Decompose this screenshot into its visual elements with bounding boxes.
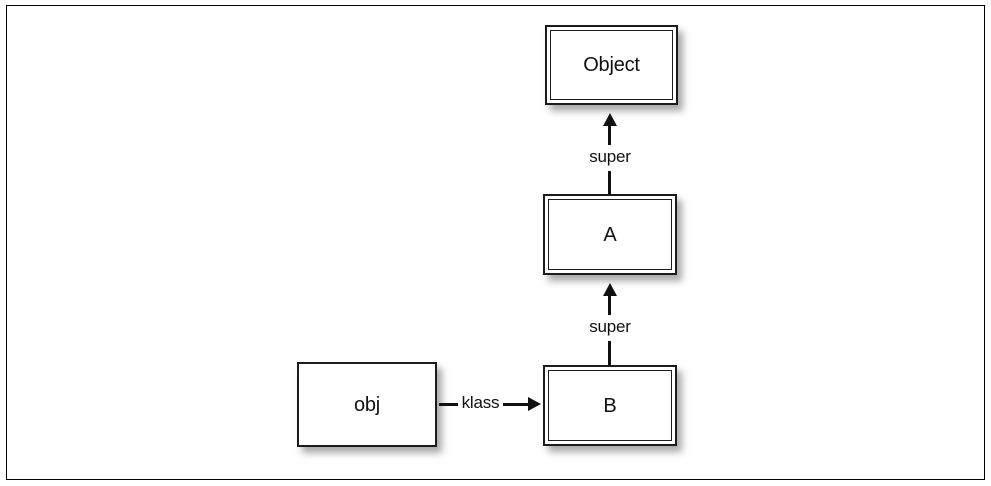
arrowhead-up-icon <box>602 113 617 126</box>
edge-super-a-to-object: super <box>580 113 640 194</box>
object-box-obj[interactable]: obj <box>297 362 437 447</box>
edge-stem-left <box>439 402 458 406</box>
class-box-a-label: A <box>603 223 617 246</box>
object-box-obj-label: obj <box>353 393 381 416</box>
arrowhead-right-icon <box>528 397 541 411</box>
edge-stem-upper <box>608 295 611 315</box>
class-box-b-label: B <box>603 394 617 417</box>
class-box-b[interactable]: B <box>543 365 677 446</box>
diagram-frame <box>6 5 985 480</box>
edge-label-klass: klass <box>461 393 500 412</box>
class-box-a-inner: A <box>548 199 672 270</box>
class-box-a[interactable]: A <box>543 194 677 275</box>
edge-klass-obj-to-b: klass <box>437 390 543 418</box>
edge-super-b-to-a: super <box>580 283 640 365</box>
class-box-b-inner: B <box>548 370 672 441</box>
edge-stem-right <box>503 402 529 406</box>
arrowhead-up-icon <box>602 283 617 296</box>
edge-stem-lower <box>608 171 611 194</box>
class-box-object[interactable]: Object <box>545 25 678 105</box>
edge-label-super-1: super <box>589 147 631 166</box>
edge-stem-lower <box>608 341 611 365</box>
edge-stem-upper <box>608 125 611 145</box>
class-box-object-inner: Object <box>550 30 673 100</box>
edge-label-super-2: super <box>589 317 631 336</box>
class-box-object-label: Object <box>583 54 640 76</box>
